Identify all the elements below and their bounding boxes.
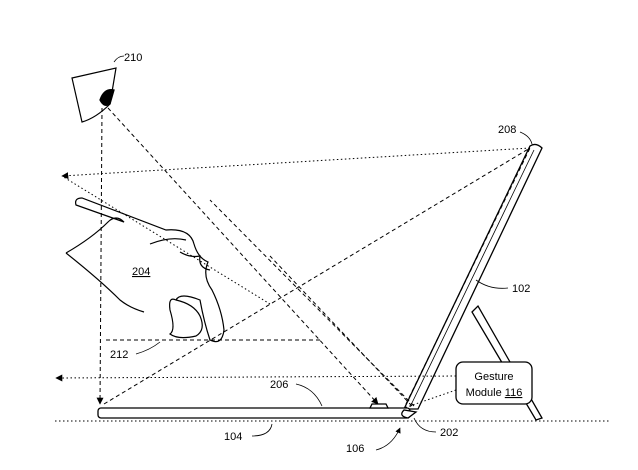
keyboard-cover [97,403,411,419]
leader-104 [251,423,273,437]
sensing-rays [96,107,531,407]
gesture-module-ref: 116 [505,387,523,399]
label-210: 210 [124,52,142,64]
leader-212 [135,341,161,355]
leader-206 [295,383,323,407]
hinge [401,409,418,419]
hand-illustration [65,197,225,343]
gesture-module-box [455,361,533,405]
gesture-module-line2: Module 116 [466,387,523,399]
label-212: 212 [110,349,128,361]
label-208: 208 [498,124,516,136]
leader-106 [375,427,401,451]
label-106: 106 [346,443,364,455]
label-102: 102 [512,283,530,295]
camera-icon [71,67,117,123]
label-204: 204 [132,266,150,278]
leader-102 [475,279,509,289]
label-104: 104 [224,431,242,443]
leader-202 [413,417,437,433]
gesture-module-line1: Gesture [474,371,513,383]
leader-210 [113,55,125,63]
label-206: 206 [270,379,288,391]
leader-208 [519,131,533,145]
label-202: 202 [440,427,458,439]
projection-arrows [55,147,531,409]
